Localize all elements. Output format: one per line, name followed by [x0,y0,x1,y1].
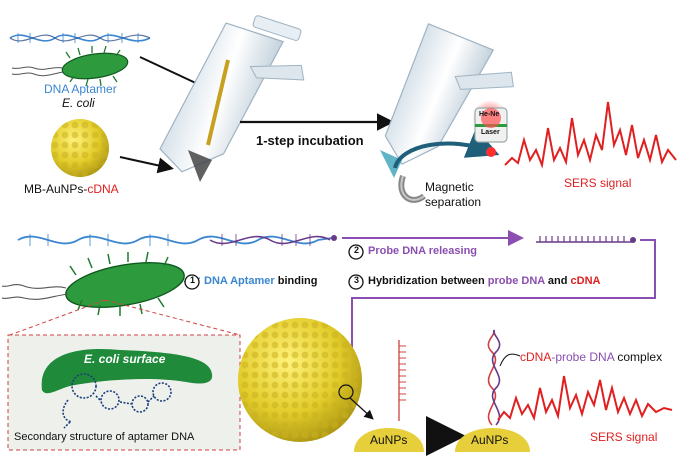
eppendorf-tube-2-icon [380,23,514,178]
ecoli-surface-label: E. coli surface [84,352,166,366]
aptamer-secondary-structure-icon [62,373,172,429]
step-3-label: Hybridization between probe DNA and cDNA [368,275,600,287]
he-ne-laser-icon [472,100,508,157]
mb-aunps-particle-icon [51,119,109,177]
ecoli-label: E. coli [62,96,95,110]
aptamer-probe-duplex-icon [17,234,337,246]
step-1-marker [184,274,200,290]
magnetic-label-line2: separation [425,195,482,209]
arrow-to-tube-bottom [119,156,174,174]
mb-aunps-cdna-suffix: cDNA [87,182,119,196]
dna-aptamer-label: DNA Aptamer [44,82,117,96]
aunps-substrate-2-icon [455,329,530,452]
eppendorf-tube-1-icon [159,15,305,182]
sers-signal-top-label: SERS signal [564,176,632,190]
step-3-number: 3 [353,275,359,285]
probe-dna-icon [536,236,636,243]
step-2-label: Probe DNA releasing [368,245,478,257]
complex-label: cDNA-probe DNA complex [520,350,662,364]
step-2-marker [348,244,364,260]
mb-aunps-cdna-label: MB-AuNPs-cDNA [24,182,119,196]
complex-cdna: cDNA [520,350,552,364]
step-3-cdna: cDNA [570,275,601,287]
step-3-text-b: and [544,275,571,287]
magnet-arrow [393,128,500,169]
complex-suffix: complex [614,350,663,364]
laser-label-line1: He-Ne [479,111,500,118]
laser-label-line2: Laser [481,129,500,136]
step-1-aptamer: DNA Aptamer [204,275,275,287]
ecoli-bacterium-icon [11,45,129,87]
step-1-number: 1 [189,275,195,285]
dna-aptamer-strand-icon [9,33,151,43]
sers-signal-bottom-label: SERS signal [590,430,658,444]
step-3-marker [348,274,364,290]
magnetic-label-line1: Magnetic [425,180,474,194]
step-1-binding: binding [274,275,318,287]
aunps-substrate-1-icon [354,340,424,452]
complex-probe: -probe DNA [551,350,615,364]
sers-spectrum-top [504,101,677,169]
step-3-text-a: Hybridization between [368,275,488,287]
step-1-label: DNA Aptamer binding [204,275,317,287]
hybridization-path-arrow [344,239,656,394]
aunps-label-2: AuNPs [471,433,509,447]
complex-pointer [499,353,521,367]
secondary-structure-label: Secondary structure of aptamer DNA [14,431,195,443]
ecoli-bacterium-bottom-icon [1,251,201,316]
gold-nanoparticle-large-icon [238,318,374,442]
magnet-icon [398,175,426,203]
step-3-probe: probe DNA [487,275,545,287]
aunps-label-1: AuNPs [370,433,408,447]
step-2-number: 2 [353,245,359,255]
sers-spectrum-bottom [497,375,673,422]
mb-aunps-prefix: MB-AuNPs- [24,182,88,196]
ecoli-surface-shape [41,348,213,394]
incubation-label: 1-step incubation [256,133,364,148]
